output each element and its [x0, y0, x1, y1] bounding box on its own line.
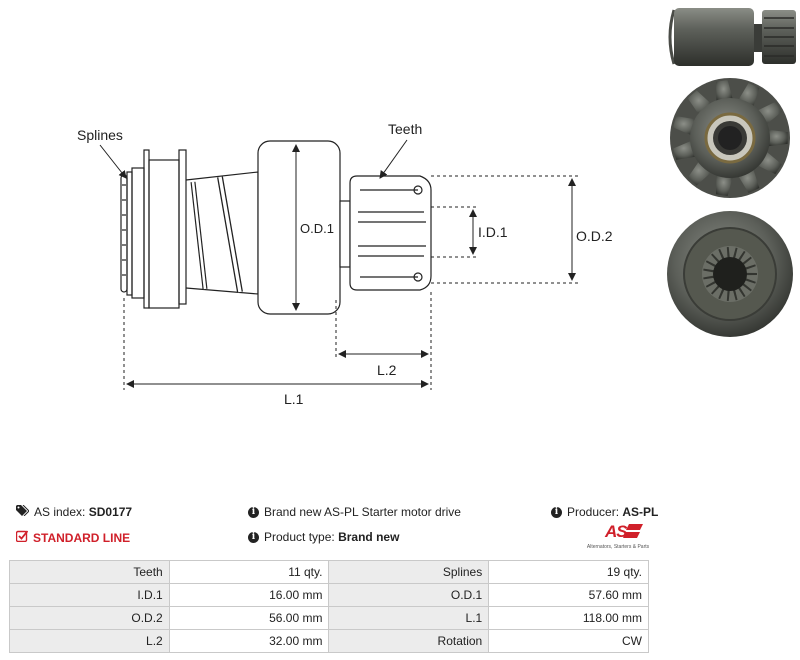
- info-icon: i: [551, 506, 562, 518]
- spec-key: I.D.1: [9, 583, 170, 607]
- as-index-label: AS index:: [34, 505, 86, 519]
- technical-diagram: Splines Teeth O.D.1 I.D.1 O.D.2 L.2 L.1: [77, 121, 613, 407]
- spline-tooth: [744, 264, 756, 270]
- line-text: STANDARD LINE: [33, 530, 131, 545]
- producer: i Producer: AS-PL: [551, 505, 658, 519]
- label-l1: L.1: [284, 391, 304, 407]
- spec-key: O.D.2: [9, 606, 170, 630]
- producer-value: AS-PL: [622, 505, 659, 519]
- spline-tooth: [711, 253, 721, 264]
- producer-label: Producer:: [567, 505, 620, 519]
- table-row: O.D.2 56.00 mm L.1 118.00 mm: [9, 606, 649, 630]
- spline-tooth: [737, 286, 746, 298]
- logo-tagline: Alternators, Starters & Parts: [586, 544, 650, 550]
- info-icon: i: [248, 531, 259, 543]
- standard-line-badge: STANDARD LINE: [15, 530, 131, 545]
- label-od2: O.D.2: [576, 228, 613, 244]
- label-l2: L.2: [377, 362, 397, 378]
- spec-value: 56.00 mm: [168, 606, 330, 630]
- spline-tooth: [711, 284, 721, 295]
- spline-tooth: [703, 268, 715, 273]
- product-type-label: Product type:: [264, 530, 335, 544]
- spline-tooth: [726, 289, 730, 301]
- specifications-table: Teeth 11 qty. Splines 19 qty. I.D.1 16.0…: [9, 560, 649, 653]
- table-row: I.D.1 16.00 mm O.D.1 57.60 mm: [9, 583, 649, 607]
- table-row: Teeth 11 qty. Splines 19 qty.: [9, 560, 649, 584]
- as-index: AS index: SD0177: [16, 504, 133, 519]
- tag-icon: [16, 504, 30, 519]
- spline-tooth: [718, 248, 725, 260]
- as-index-value: SD0177: [88, 505, 133, 519]
- product-photo-side: [668, 8, 796, 66]
- gear-tooth: [767, 129, 788, 147]
- product-photo-front: [670, 78, 790, 198]
- spline-tooth: [741, 282, 752, 292]
- spec-key: L.1: [328, 606, 490, 630]
- product-description: i Brand new AS-PL Starter motor drive: [248, 505, 461, 519]
- label-id1: I.D.1: [478, 224, 508, 240]
- spec-value: 19 qty.: [488, 560, 649, 584]
- spline-tooth: [703, 275, 715, 280]
- spline-tooth: [745, 272, 757, 276]
- logo-mark: AS: [605, 522, 628, 541]
- product-type: i Product type: Brand new: [248, 530, 399, 544]
- spline-tooth: [744, 278, 756, 284]
- spline-tooth: [705, 260, 717, 268]
- spec-key: Rotation: [328, 629, 490, 653]
- spline-tooth: [732, 289, 738, 301]
- spec-value: 57.60 mm: [488, 583, 649, 607]
- as-pl-logo: AS Alternators, Starters & Parts: [585, 522, 651, 552]
- spec-key: O.D.1: [328, 583, 490, 607]
- spline-tooth: [741, 256, 752, 266]
- spline-tooth: [726, 247, 730, 259]
- spec-value: 118.00 mm: [488, 606, 649, 630]
- spline-tooth: [718, 288, 725, 300]
- table-row: L.2 32.00 mm Rotation CW: [9, 629, 649, 653]
- spec-value: 32.00 mm: [168, 629, 330, 653]
- info-icon: i: [248, 506, 259, 518]
- spec-key: Splines: [328, 560, 490, 584]
- gear-tooth: [715, 173, 733, 196]
- spec-value: CW: [488, 629, 649, 653]
- product-type-value: Brand new: [338, 530, 400, 544]
- check-square-icon: [15, 530, 29, 545]
- spec-value: 16.00 mm: [168, 583, 330, 607]
- label-teeth: Teeth: [388, 121, 422, 137]
- label-od1: O.D.1: [300, 221, 334, 236]
- spec-key: L.2: [9, 629, 170, 653]
- gear-tooth: [715, 80, 733, 103]
- spec-value: 11 qty.: [168, 560, 330, 584]
- product-photo-back: [667, 211, 793, 337]
- label-splines: Splines: [77, 127, 123, 143]
- spline-tooth: [737, 250, 746, 262]
- description-text: Brand new AS-PL Starter motor drive: [264, 505, 461, 519]
- spline-tooth: [732, 247, 738, 259]
- spec-key: Teeth: [9, 560, 170, 584]
- spline-tooth: [705, 280, 717, 288]
